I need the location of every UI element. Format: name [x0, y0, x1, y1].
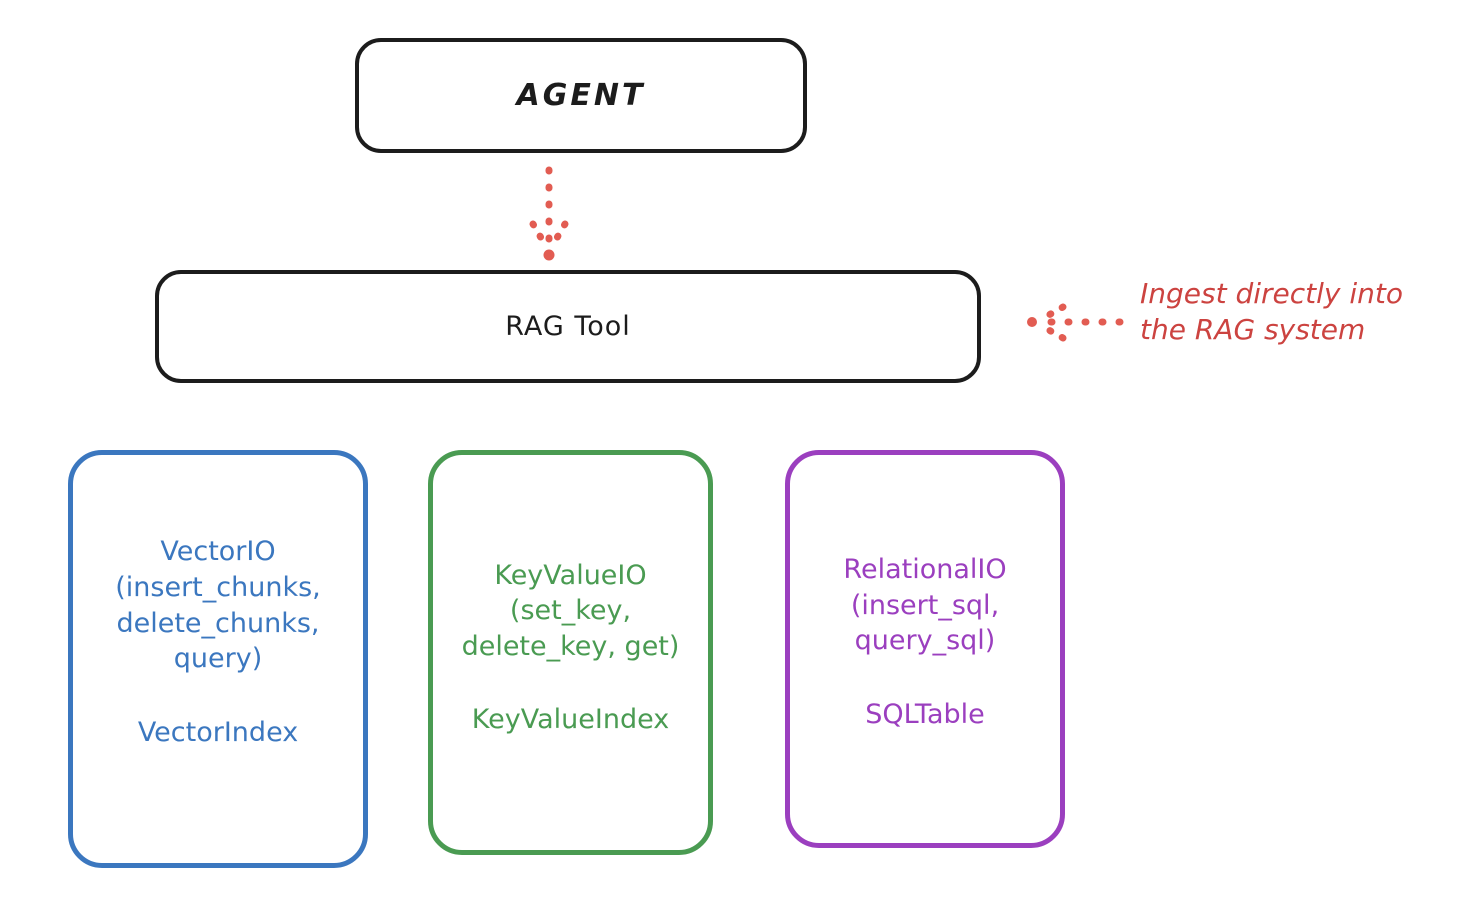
key-value-io-node[interactable]: KeyValueIO (set_key, delete_key, get) Ke… — [428, 450, 713, 855]
rag-tool-node[interactable]: RAG Tool — [155, 270, 981, 383]
connector-annotation-to-rag-tool — [1027, 303, 1124, 342]
rag-tool-label: RAG Tool — [505, 311, 631, 342]
ingest-annotation-label: Ingest directly into the RAG system — [1140, 277, 1404, 346]
agent-label: AGENT — [516, 78, 646, 113]
vector-io-api-label: VectorIO (insert_chunks, delete_chunks, … — [115, 536, 321, 675]
vector-io-index-label: VectorIndex — [137, 716, 299, 748]
vector-io-node[interactable]: VectorIO (insert_chunks, delete_chunks, … — [68, 450, 368, 868]
relational-io-content: RelationalIO (insert_sql, query_sql) SQL… — [800, 552, 1050, 730]
relational-io-index-label: SQLTable — [865, 698, 985, 730]
relational-io-node[interactable]: RelationalIO (insert_sql, query_sql) SQL… — [785, 450, 1065, 848]
connector-agent-to-rag-tool — [529, 166, 569, 261]
key-value-io-api-label: KeyValueIO (set_key, delete_key, get) — [461, 559, 680, 662]
key-value-io-index-label: KeyValueIndex — [471, 704, 670, 736]
agent-node[interactable]: AGENT — [355, 38, 807, 153]
key-value-io-content: KeyValueIO (set_key, delete_key, get) Ke… — [443, 558, 698, 736]
vector-io-content: VectorIO (insert_chunks, delete_chunks, … — [83, 534, 353, 748]
relational-io-api-label: RelationalIO (insert_sql, query_sql) — [843, 554, 1007, 657]
